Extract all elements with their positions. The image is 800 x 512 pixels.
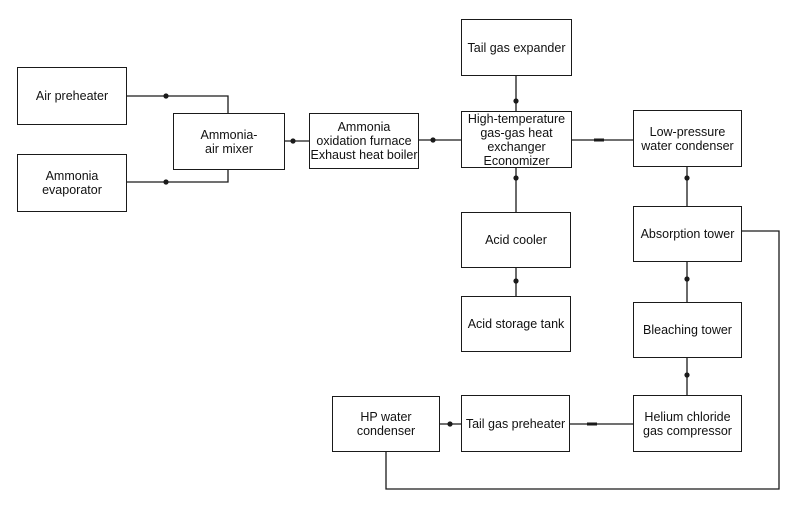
node-label-line: air mixer	[205, 141, 253, 156]
node-label-line: Helium chloride	[644, 409, 731, 424]
flow-marker	[684, 276, 690, 282]
node-label-line: exchanger	[487, 139, 546, 154]
node-bleaching-tower: Bleaching tower	[633, 302, 742, 358]
node-acid-storage-tank: Acid storage tank	[461, 296, 571, 352]
flow-marker	[684, 372, 690, 378]
node-label-line: oxidation furnace	[316, 134, 412, 148]
node-label-line: water condenser	[641, 138, 734, 153]
connector-absorption-loop-to-hp-condenser	[385, 230, 780, 490]
flow-marker	[447, 421, 453, 427]
node-label-line: Economizer	[483, 153, 550, 168]
connector-evaporator-to-mixer	[127, 170, 229, 183]
flow-marker	[290, 138, 296, 144]
node-label-line: HP water	[360, 410, 412, 424]
node-label-line: Air preheater	[35, 89, 109, 103]
node-lp-water-condenser: Low-pressure water condenser	[633, 110, 742, 167]
node-label-line: Low-pressure	[649, 124, 726, 139]
node-label-line: gas compressor	[643, 423, 732, 438]
flow-marker	[587, 422, 597, 426]
flow-marker	[513, 175, 519, 181]
flow-marker	[513, 278, 519, 284]
node-air-preheater: Air preheater	[17, 67, 127, 125]
node-hp-water-condenser: HP water condenser	[332, 396, 440, 452]
node-label-line: Tail gas preheater	[465, 416, 566, 431]
node-ammonia-air-mixer: Ammonia- air mixer	[173, 113, 285, 170]
flow-marker	[163, 179, 169, 185]
node-label-line: Exhaust heat boiler	[310, 148, 418, 162]
node-label-line: gas-gas heat	[480, 125, 553, 140]
flow-marker	[684, 175, 690, 181]
node-acid-cooler: Acid cooler	[461, 212, 571, 268]
node-label-line: High-temperature	[467, 111, 566, 126]
node-label-line: Acid cooler	[485, 233, 547, 247]
node-helium-compressor: Helium chloride gas compressor	[633, 395, 742, 452]
node-label-line: condenser	[356, 424, 416, 438]
flow-marker	[430, 137, 436, 143]
node-label-line: Absorption tower	[640, 227, 735, 241]
flow-marker	[594, 138, 604, 142]
node-label-line: Acid storage tank	[467, 317, 565, 331]
flow-marker	[163, 93, 169, 99]
node-label-line: Bleaching tower	[643, 323, 732, 337]
connector-air-preheater-to-mixer	[127, 95, 229, 113]
node-tail-gas-preheater: Tail gas preheater	[461, 395, 570, 452]
node-gas-heat-exchanger: High-temperature gas-gas heat exchanger …	[461, 111, 572, 168]
node-label-line: Ammonia	[45, 169, 99, 183]
node-ammonia-evaporator: Ammonia evaporator	[17, 154, 127, 212]
node-absorption-tower: Absorption tower	[633, 206, 742, 262]
node-label-line: Tail gas expander	[467, 40, 566, 55]
node-label-line: evaporator	[42, 183, 102, 197]
node-oxidation-furnace: Ammonia oxidation furnace Exhaust heat b…	[309, 113, 419, 169]
node-label-line: Ammonia	[337, 120, 391, 134]
flow-marker	[513, 98, 519, 104]
node-label-line: Ammonia-	[200, 127, 258, 142]
node-tail-gas-expander: Tail gas expander	[461, 19, 572, 76]
